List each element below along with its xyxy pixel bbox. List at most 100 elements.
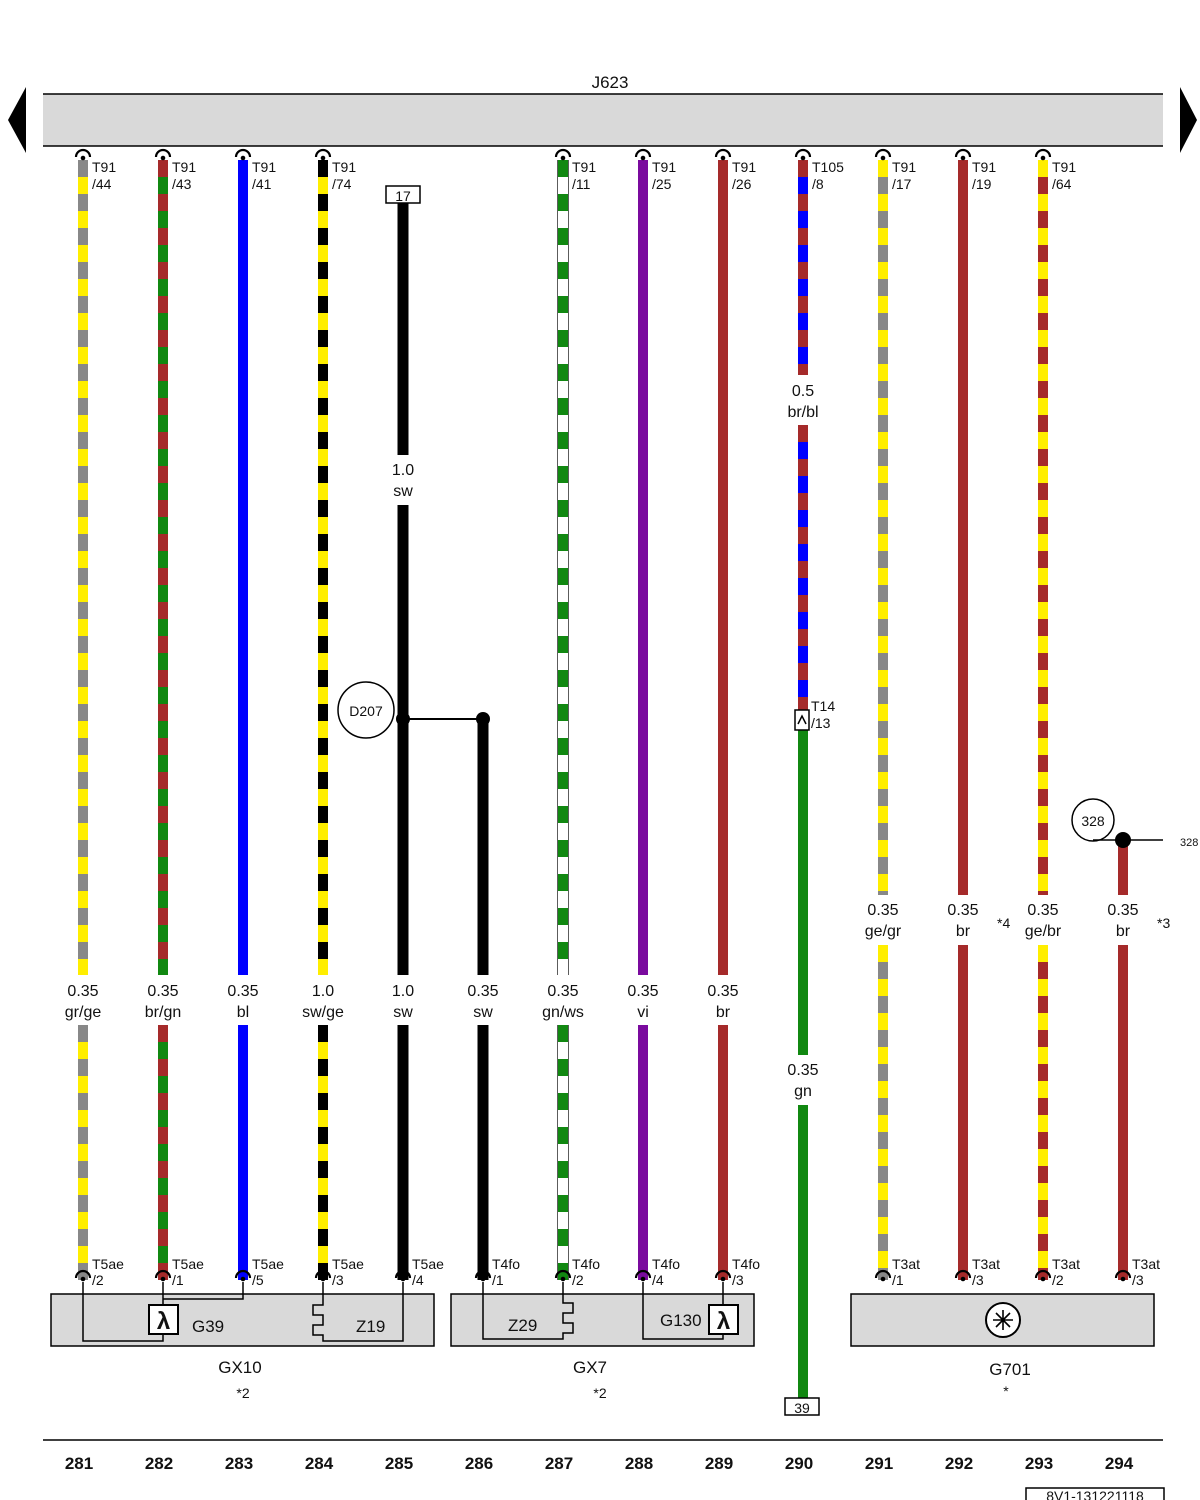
connector-t14 [794,709,810,731]
column-number-284: 284 [305,1454,334,1473]
wire-288-top-pin-a: T91 [652,159,676,175]
wire-294-label-size: 0.35 [1107,902,1138,919]
column-number-286: 286 [465,1454,493,1473]
wire-290-label-lower-size: 0.35 [787,1062,818,1079]
labels-layer: 0.35gr/geT91/44T5ae/20.35br/gnT91/43T5ae… [65,159,1171,1288]
wire-291-bottom-pin-a: T3at [892,1256,920,1272]
splice-d207-badge [337,681,395,739]
column-number-294: 294 [1105,1454,1134,1473]
wire-291-label-color: ge/gr [865,923,902,940]
wire-290-label-upper-size: 0.5 [792,383,814,400]
wire-290-top-pin [794,148,812,158]
component-gx10-name: GX10 [218,1358,261,1377]
wire-282-bottom-pin-b: /1 [172,1272,184,1288]
column-number-292: 292 [945,1454,973,1473]
splice-d207-label: D207 [349,703,383,719]
wire-294-bottom-pin [1114,1269,1132,1279]
splice-dot-285 [396,712,410,726]
wire-284-label-color: sw/ge [302,1004,344,1021]
wire-292-label-size: 0.35 [947,902,978,919]
wire-284-bottom-pin [314,1269,332,1279]
wire-281-bottom-pin-a: T5ae [92,1256,124,1272]
wire-284-top-pin-b: /74 [332,176,352,192]
wire-292-top-pin-b: /19 [972,176,992,192]
component-g701-name: G701 [989,1360,1031,1379]
column-number-287: 287 [545,1454,573,1473]
wire-282-label-size: 0.35 [147,983,178,1000]
wire-289-bottom-pin-a: T4fo [732,1256,760,1272]
wire-286-bottom-pin [474,1269,492,1279]
ref-box-39 [784,1397,820,1416]
wire-291-top-pin [874,148,892,158]
wire-282-top-pin [154,148,172,158]
wire-291-top-pin-b: /17 [892,176,912,192]
footer-ref-box [1025,1487,1165,1500]
lambda-glyph-2: λ [717,1308,730,1335]
wire-283-top-pin-b: /41 [252,176,272,192]
wire-284-label-size: 1.0 [312,983,334,1000]
wires-layer [78,160,1128,1398]
connector-t14-label-a: T14 [811,698,835,714]
component-g39-label: G39 [192,1317,224,1336]
wire-288-bottom-pin-b: /4 [652,1272,664,1288]
wire-293-top-pin-b: /64 [1052,176,1072,192]
component-gx7-box [450,1293,755,1347]
wire-292-top-pin [954,148,972,158]
wire-293-bottom-pin-b: /2 [1052,1272,1064,1288]
wire-292-bottom-pin-a: T3at [972,1256,1000,1272]
column-number-293: 293 [1025,1454,1053,1473]
wire-292-label-color: br [956,923,971,940]
wire-289-label-color: br [716,1004,731,1021]
wire-284-bottom-pin-a: T5ae [332,1256,364,1272]
heater-z29-icon [482,1282,574,1340]
wire-287-bottom-pin-a: T4fo [572,1256,600,1272]
wire-281-label-size: 0.35 [67,983,98,1000]
column-number-290: 290 [785,1454,813,1473]
wire-292-bottom-pin [954,1269,972,1279]
wire-287-label-size: 0.35 [547,983,578,1000]
wire-287-top-pin-a: T91 [572,159,596,175]
wire-285-bottom-pin-b: /4 [412,1272,424,1288]
column-number-291: 291 [865,1454,893,1473]
wire-291-top-pin-a: T91 [892,159,916,175]
component-z19-label: Z19 [356,1317,385,1336]
wire-286-bottom-pin-b: /1 [492,1272,504,1288]
wire-293-top-pin [1034,148,1052,158]
wire-287-top-pin [554,148,572,158]
next-page-arrow[interactable] [1180,87,1197,153]
wire-283-bottom-pin-a: T5ae [252,1256,284,1272]
wire-292-top-pin-a: T91 [972,159,996,175]
wire-290-top-pin-b: /8 [812,176,824,192]
wire-293-label-color: ge/br [1025,923,1062,940]
wire-294-bottom-pin-b: /3 [1132,1272,1144,1288]
column-number-288: 288 [625,1454,653,1473]
footer-ref-code: 8V1-131221118 [1046,1488,1144,1500]
wire-283-top-pin-a: T91 [252,159,276,175]
ref-box-17-label: 17 [395,188,411,204]
pins-layer [74,148,1132,1282]
wire-288-top-pin-b: /25 [652,176,672,192]
previous-page-arrow[interactable] [8,87,26,153]
wire-294-bottom-pin-a: T3at [1132,1256,1160,1272]
wire-286-label-color: sw [473,1004,493,1021]
wire-289-label-size: 0.35 [707,983,738,1000]
wire-291-bottom-pin-b: /1 [892,1272,904,1288]
wire-291-bottom-pin [874,1269,892,1279]
wire-293-bottom-pin-a: T3at [1052,1256,1080,1272]
wire-287-label-color: gn/ws [542,1004,584,1021]
wire-282-label-color: br/gn [145,1004,181,1021]
wire-292-bottom-pin-b: /3 [972,1272,984,1288]
wire-283-bottom-pin-b: /5 [252,1272,264,1288]
lambda-sensor-icon-2 [708,1304,739,1335]
component-gx10-box [50,1293,435,1347]
wire-291-label-size: 0.35 [867,902,898,919]
wire-289-top-pin-b: /26 [732,176,752,192]
wire-293-top-pin-a: T91 [1052,159,1076,175]
wire-282-bottom-pin-a: T5ae [172,1256,204,1272]
wire-281-bottom-pin-b: /2 [92,1272,104,1288]
splice-328-edge-ref: 328 [1180,837,1198,849]
component-z29-label: Z29 [508,1316,537,1335]
wire-289-bottom-pin-b: /3 [732,1272,744,1288]
heater-z19-icon [312,1282,404,1342]
splice-328-badge [1071,798,1115,842]
